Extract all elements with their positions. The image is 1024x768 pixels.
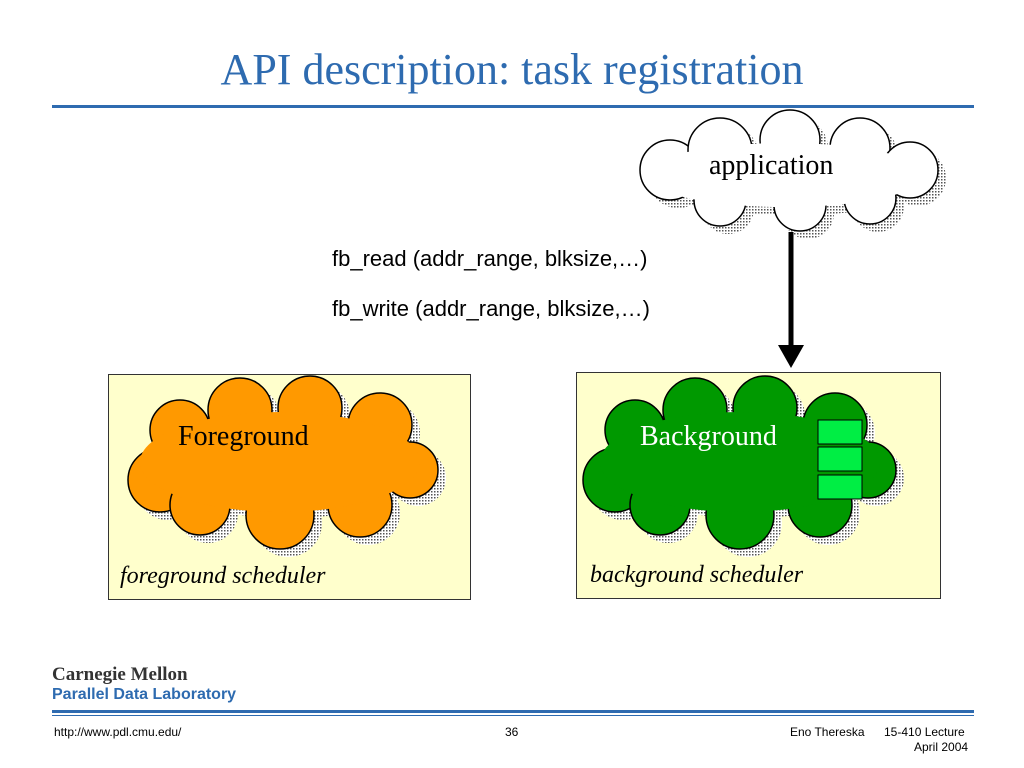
api-call-fb-read: fb_read (addr_range, blksize,…) (332, 246, 648, 271)
footer-date: April 2004 (914, 740, 969, 754)
footer-divider (52, 710, 974, 713)
api-call-fb-write: fb_write (addr_range, blksize,…) (332, 296, 650, 321)
footer-url: http://www.pdl.cmu.edu/ (54, 725, 182, 739)
task-queue (817, 419, 863, 500)
footer-author: Eno Thereska (790, 725, 865, 739)
application-cloud (639, 109, 946, 239)
queue-slot (817, 474, 863, 500)
footer-page-number: 36 (505, 725, 519, 739)
slide-title: API description: task registration (220, 45, 804, 94)
cmu-logo-text: Carnegie Mellon (52, 664, 188, 685)
footer-divider-thin (52, 715, 974, 716)
title-divider (52, 105, 974, 108)
foreground-scheduler-label: foreground scheduler (120, 563, 326, 589)
background-scheduler-label: background scheduler (590, 562, 804, 588)
foreground-label: Foreground (178, 421, 309, 452)
queue-slot (817, 419, 863, 445)
request-arrow (778, 232, 804, 368)
footer-course: 15-410 Lecture (884, 725, 965, 739)
foreground-cloud (127, 375, 446, 557)
queue-slot (817, 446, 863, 472)
background-label: Background (640, 421, 777, 452)
application-label: application (709, 150, 834, 181)
pdl-logo-text: Parallel Data Laboratory (52, 686, 237, 703)
